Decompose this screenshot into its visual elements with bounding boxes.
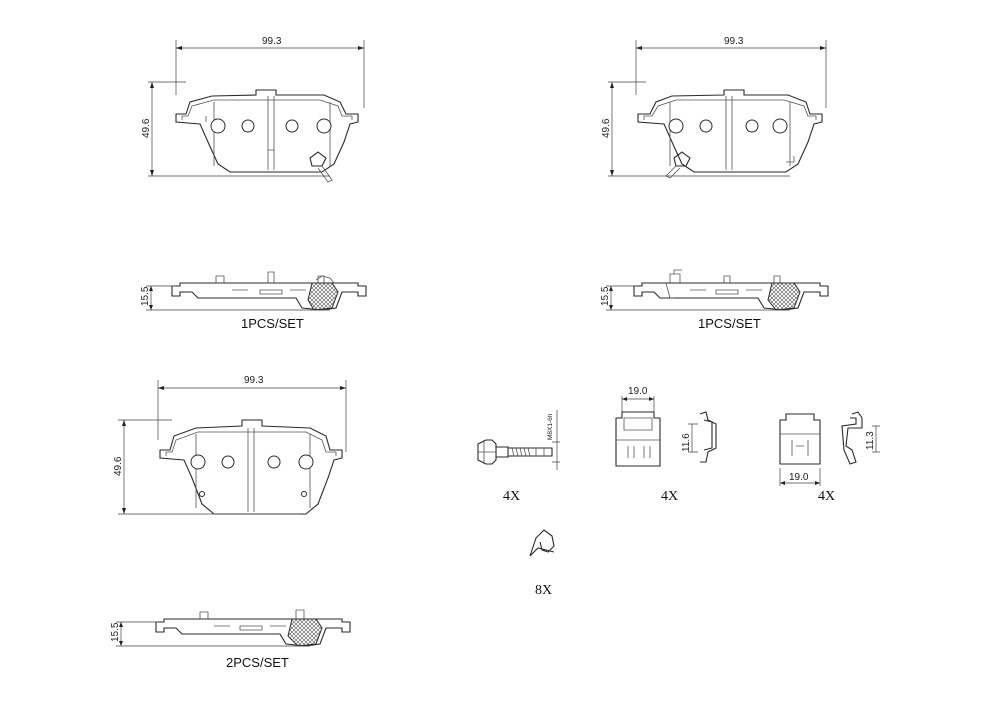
pad-b-set-label: 1PCS/SET [698, 316, 761, 331]
pad-a-width-dimension: 99.3 [175, 36, 365, 108]
pad-c-width-dimension: 99.3 [157, 375, 347, 452]
clip-a-qty-text: 4X [661, 489, 678, 504]
pad-c-front-view [159, 419, 343, 515]
pad-b-thickness-text: 15.5 [600, 286, 611, 306]
pad-a-thickness-dimension: 15.5 [140, 285, 330, 311]
pad-b-side-view [633, 269, 829, 311]
pad-a-width-text: 99.3 [262, 36, 282, 47]
pad-a-set-label: 1PCS/SET [241, 316, 304, 331]
bolt-qty-text: 4X [503, 489, 520, 504]
pad-c-set-label: 2PCS/SET [226, 655, 289, 670]
pad-c-thickness-text: 15.5 [110, 622, 121, 642]
pad-b-width-dimension: 99.3 [635, 36, 827, 108]
pad-c-width-text: 99.3 [244, 375, 264, 386]
pad-a-side-view [171, 271, 367, 311]
clip-b-height-text: 11.3 [865, 431, 876, 450]
pad-a-thickness-text: 15.5 [140, 286, 151, 306]
pad-a-front-view [175, 89, 359, 183]
pad-b-height-text: 49.6 [601, 118, 612, 138]
pad-b-front-view [637, 89, 823, 179]
bolt-thread-text: M8X1-6h [547, 413, 554, 440]
clip-b-drawing: 19.0 11.3 [779, 411, 880, 486]
pad-c-height-text: 49.6 [113, 456, 124, 476]
pad-c-side-view [155, 609, 351, 647]
pad-c-thickness-dimension: 15.5 [110, 621, 310, 647]
pad-a-height-dimension: 49.6 [141, 81, 330, 177]
pad-b-height-dimension: 49.6 [601, 81, 790, 177]
clip-b-width-text: 19.0 [789, 472, 809, 483]
clip-a-height-text: 11.6 [681, 433, 692, 452]
pad-c-height-dimension: 49.6 [113, 419, 300, 515]
pad-a-height-text: 49.6 [141, 118, 152, 138]
clip-a-drawing: 19.0 11.6 [615, 386, 717, 467]
pad-b-width-text: 99.3 [724, 36, 744, 47]
clip-a-width-text: 19.0 [628, 386, 648, 397]
pad-b-thickness-dimension: 15.5 [600, 285, 790, 311]
guide-bolt-drawing: M8X1-6h [477, 410, 560, 470]
clip-b-qty-text: 4X [818, 489, 835, 504]
spring-qty-text: 8X [535, 583, 552, 598]
spring-clip-drawing [529, 529, 555, 557]
